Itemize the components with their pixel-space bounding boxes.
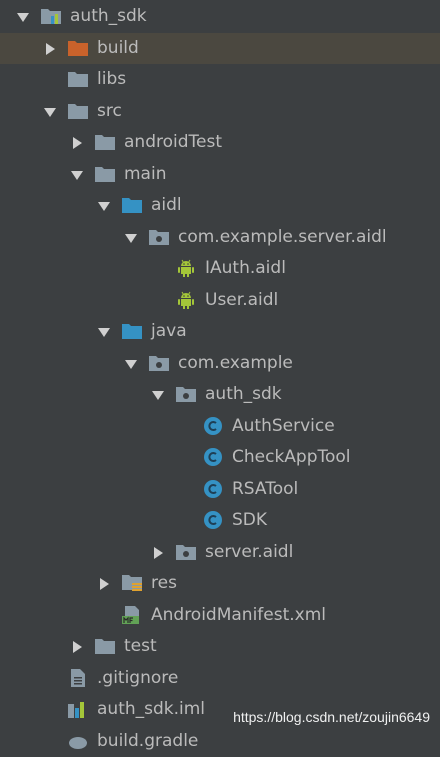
- expand-arrow-down-icon[interactable]: [97, 325, 111, 339]
- expand-arrow-down-icon[interactable]: [43, 105, 57, 119]
- tree-item-label: build.gradle: [97, 730, 199, 751]
- tree-item-label: AndroidManifest.xml: [151, 604, 327, 625]
- tree-item-label: auth_sdk.iml: [97, 699, 206, 719]
- tree-item-label: aidl: [151, 195, 182, 215]
- tree-item-label: server.aidl: [205, 541, 294, 562]
- tree-item-label: com.example: [178, 352, 293, 373]
- text-file-icon: [67, 668, 89, 688]
- tree-item-label: com.example.server.aidl: [178, 226, 387, 247]
- android-icon: [175, 258, 197, 278]
- gradle-icon: [67, 731, 89, 751]
- tree-row[interactable]: test: [0, 631, 440, 662]
- tree-row[interactable]: androidTest: [0, 127, 440, 158]
- package-icon: [148, 353, 170, 373]
- module-file-icon: [67, 699, 89, 719]
- class-icon: [202, 479, 224, 499]
- class-icon: [202, 447, 224, 467]
- tree-item-label: IAuth.aidl: [205, 258, 286, 278]
- package-icon: [175, 542, 197, 562]
- tree-row[interactable]: com.example.server.aidl: [0, 222, 440, 253]
- collapse-arrow-right-icon[interactable]: [70, 640, 84, 654]
- expand-arrow-down-icon[interactable]: [70, 168, 84, 182]
- tree-row[interactable]: User.aidl: [0, 285, 440, 316]
- tree-item-label: libs: [97, 69, 127, 89]
- expand-arrow-down-icon[interactable]: [16, 10, 30, 24]
- tree-item-label: auth_sdk: [205, 384, 282, 404]
- tree-item-label: res: [151, 573, 177, 593]
- tree-row[interactable]: .gitignore: [0, 663, 440, 694]
- folder-icon: [94, 164, 116, 184]
- tree-item-label: build: [97, 37, 139, 58]
- tree-row[interactable]: auth_sdk: [0, 1, 440, 32]
- tree-row[interactable]: aidl: [0, 190, 440, 221]
- module-folder-icon: [40, 6, 62, 26]
- expand-arrow-down-icon[interactable]: [124, 357, 138, 371]
- tree-item-label: src: [97, 100, 122, 121]
- tree-item-label: androidTest: [124, 132, 222, 152]
- tree-row[interactable]: IAuth.aidl: [0, 253, 440, 284]
- tree-row[interactable]: auth_sdk: [0, 379, 440, 410]
- collapse-arrow-right-icon[interactable]: [151, 546, 165, 560]
- tree-row[interactable]: com.example: [0, 348, 440, 379]
- tree-row[interactable]: main: [0, 159, 440, 190]
- tree-item-label: RSATool: [232, 478, 299, 499]
- expand-arrow-down-icon[interactable]: [124, 231, 138, 245]
- tree-row[interactable]: SDK: [0, 505, 440, 536]
- android-icon: [175, 290, 197, 310]
- blue-source-folder-icon: [121, 321, 143, 341]
- tree-item-label: CheckAppTool: [232, 447, 351, 467]
- tree-item-label: User.aidl: [205, 289, 279, 310]
- class-icon: [202, 416, 224, 436]
- class-icon: [202, 510, 224, 530]
- folder-icon: [67, 101, 89, 121]
- tree-item-label: test: [124, 636, 157, 656]
- collapse-arrow-right-icon[interactable]: [70, 136, 84, 150]
- folder-icon: [67, 69, 89, 89]
- tree-item-label: java: [151, 321, 187, 341]
- tree-row[interactable]: build.gradle: [0, 726, 440, 757]
- collapse-arrow-right-icon[interactable]: [97, 577, 111, 591]
- blue-source-folder-icon: [121, 195, 143, 215]
- tree-item-label: SDK: [232, 510, 268, 530]
- tree-row[interactable]: AuthService: [0, 411, 440, 442]
- watermark-text: https://blog.csdn.net/zoujin6649: [233, 709, 430, 725]
- tree-row[interactable]: CheckAppTool: [0, 442, 440, 473]
- expand-arrow-down-icon[interactable]: [151, 388, 165, 402]
- package-icon: [175, 384, 197, 404]
- tree-row[interactable]: AndroidManifest.xml: [0, 600, 440, 631]
- folder-icon: [94, 636, 116, 656]
- expand-arrow-down-icon[interactable]: [97, 199, 111, 213]
- tree-row[interactable]: RSATool: [0, 474, 440, 505]
- tree-row[interactable]: auth_sdk.iml: [0, 694, 440, 725]
- orange-folder-icon: [67, 38, 89, 58]
- tree-row[interactable]: libs: [0, 64, 440, 95]
- resource-folder-icon: [121, 573, 143, 593]
- tree-item-label: main: [124, 163, 167, 184]
- tree-item-label: .gitignore: [97, 667, 179, 688]
- tree-row[interactable]: src: [0, 96, 440, 127]
- collapse-arrow-right-icon[interactable]: [43, 42, 57, 56]
- tree-item-label: AuthService: [232, 415, 335, 436]
- folder-icon: [94, 132, 116, 152]
- manifest-icon: [121, 605, 143, 625]
- tree-row[interactable]: server.aidl: [0, 537, 440, 568]
- tree-row[interactable]: java: [0, 316, 440, 347]
- tree-item-label: auth_sdk: [70, 6, 147, 26]
- tree-row[interactable]: build: [0, 32, 440, 64]
- tree-row[interactable]: res: [0, 568, 440, 599]
- package-icon: [148, 227, 170, 247]
